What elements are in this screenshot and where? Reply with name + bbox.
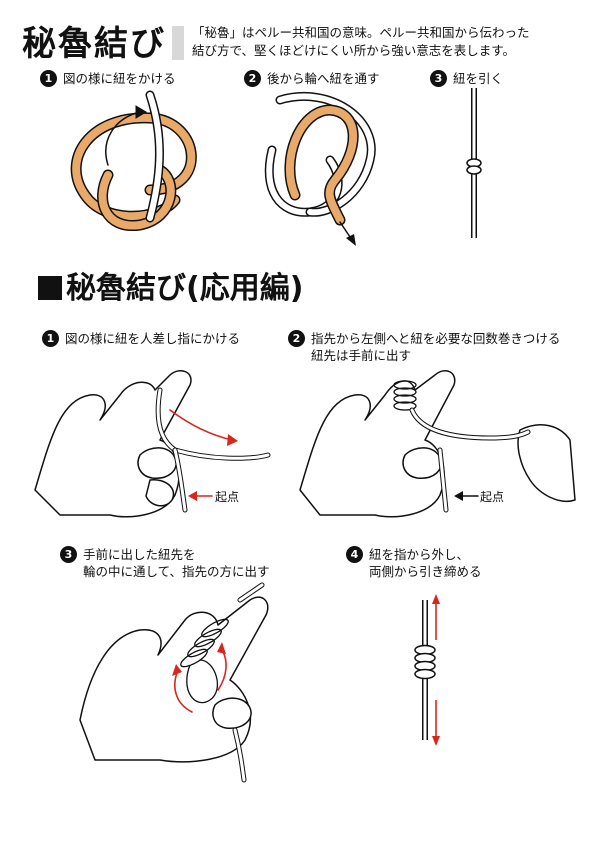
step-number-badge: 2 xyxy=(244,70,261,87)
start-point-label-2: 起点 xyxy=(480,490,505,504)
basic-step-3-text: 紐を引く xyxy=(453,71,504,86)
applied-step-2: 2 指先から左側へと紐を必要な回数巻きつける 紐先は手前に出す xyxy=(288,330,560,364)
applied-title-text: 秘魯結び(応用編) xyxy=(66,271,304,306)
step-number-badge: 1 xyxy=(40,70,57,87)
page-title: 秘魯結び xyxy=(22,24,166,64)
start-point-label-1: 起点 xyxy=(215,490,240,504)
basic-step-1-text: 図の様に紐をかける xyxy=(63,71,176,86)
applied-step-2-line2: 紐先は手前に出す xyxy=(311,348,412,363)
basic-step-3: 3 紐を引く xyxy=(430,70,503,87)
step-number-badge: 4 xyxy=(346,546,363,563)
step-number-badge: 3 xyxy=(430,70,447,87)
step-number-badge: 1 xyxy=(42,330,59,347)
section-square-icon xyxy=(38,276,62,300)
basic-step-2: 2 後から輪へ紐を通す xyxy=(244,70,380,87)
applied-step-2-line1: 指先から左側へと紐を必要な回数巻きつける xyxy=(311,331,561,346)
applied-step-1: 1 図の様に紐を人差し指にかける xyxy=(42,330,240,347)
step-number-badge: 3 xyxy=(60,546,77,563)
applied-step-4-line1: 紐を指から外し、 xyxy=(369,547,470,562)
title-divider-bar xyxy=(172,26,184,60)
description-line-2: 結び方で、堅くほどけにくい所から強い意志を表します。 xyxy=(192,43,516,58)
applied-step-3-line1: 手前に出した紐先を xyxy=(83,547,196,562)
basic-step-2-text: 後から輪へ紐を通す xyxy=(267,71,380,86)
step-number-badge: 2 xyxy=(288,330,305,347)
applied-section-title: 秘魯結び(応用編) xyxy=(38,270,303,308)
applied-step-3: 3 手前に出した紐先を 輪の中に通して、指先の方に出す xyxy=(60,546,270,580)
title-description: 「秘魯」はペルー共和国の意味。ペルー共和国から伝わった 結び方で、堅くほどけにく… xyxy=(192,24,552,60)
applied-step-4-line2: 両側から引き締める xyxy=(369,564,482,579)
description-line-1: 「秘魯」はペルー共和国の意味。ペルー共和国から伝わった xyxy=(192,25,530,40)
basic-step-1: 1 図の様に紐をかける xyxy=(40,70,176,87)
applied-step-3-line2: 輪の中に通して、指先の方に出す xyxy=(83,564,270,579)
applied-step-4: 4 紐を指から外し、 両側から引き締める xyxy=(346,546,482,580)
applied-step-1-line1: 図の様に紐を人差し指にかける xyxy=(65,331,241,346)
